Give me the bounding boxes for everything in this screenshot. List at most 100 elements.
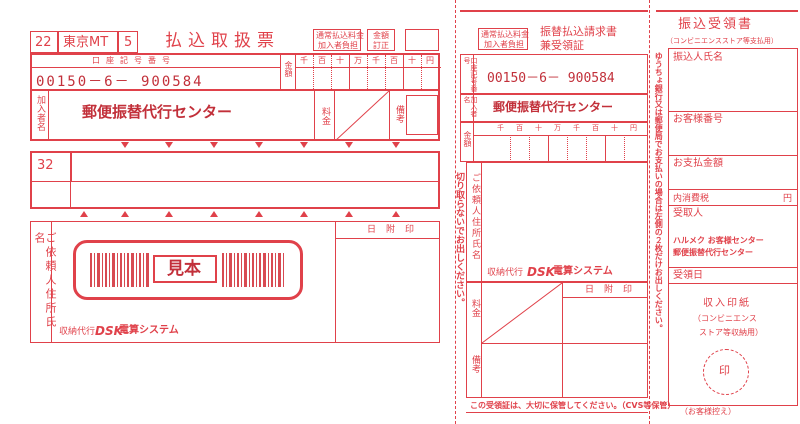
mid-requester-box: ご依頼人住所氏名 収納代行 DSK 電算システム xyxy=(466,162,648,282)
receipt-date-label: 受領日 xyxy=(673,270,703,281)
mid-fee-box: 料金 日附印 備考 xyxy=(466,282,648,398)
mid-dsk-logo: DSK xyxy=(527,265,555,279)
perforation-1 xyxy=(455,0,456,424)
fee-label: 料金 xyxy=(320,107,330,125)
amount-label: 金額 xyxy=(284,61,293,77)
mid-account-box: 口座記号番号 00150－6－ 900584 xyxy=(460,54,648,94)
left-amount-units: 千 百 十 万 千 百 十 円 xyxy=(295,55,441,67)
unit: 千 xyxy=(372,56,380,65)
amount-correct-1: 金額 xyxy=(373,31,389,40)
account-label: 口座記号番号 xyxy=(92,56,176,65)
customer-no-label: お客様番号 xyxy=(673,114,723,125)
receiver-label: 受取人 xyxy=(673,208,703,219)
dsk-company: 電算システム xyxy=(119,325,179,336)
subscriber-name: 郵便振替代行センター xyxy=(82,103,233,121)
stamp-note2: ストア等収納用） xyxy=(699,328,763,337)
mid-fee-note-box: 通常払込料金 加入者負担 xyxy=(478,28,529,50)
mid-amount-box: 金額 千 百 十 万 千 百 十 円 xyxy=(460,122,648,162)
account-number: 00150－6－ 900584 xyxy=(36,74,204,90)
code-5: 5 xyxy=(124,35,133,50)
mid-title-line1: 振替払込請求書 xyxy=(540,25,617,38)
payee-label: 振込人氏名 xyxy=(673,52,723,63)
mid-fee-note-line1: 通常払込料金 xyxy=(481,30,529,39)
left-slip: 22 東京MT 5 払込取扱票 通常払込料金 加入者負担 金額 訂正 口座記号番… xyxy=(0,29,441,343)
mid-amount-label: 金額 xyxy=(463,131,472,147)
mid-subscriber-box: 加入者名 郵便振替代行センター xyxy=(460,94,648,122)
unit: 万 xyxy=(554,124,561,132)
barcode-lines xyxy=(90,253,284,287)
right-slip: 振込受領書 （コンビニエンスストア等支払用） ゆうちょ銀行又は郵便局でお支払いの… xyxy=(650,0,800,424)
perforation-2 xyxy=(649,0,650,424)
unit: 百 xyxy=(390,56,398,65)
subscriber-area: 加入者名 郵便振替代行センター 料金 備考 xyxy=(30,89,440,141)
requester-label: ご依頼人住所氏名 xyxy=(33,232,57,330)
unit: 千 xyxy=(497,124,504,132)
dest-box: 東京MT xyxy=(58,31,118,53)
mid-subscriber-label: 加入者名 xyxy=(463,96,478,117)
account-amount-area: 口座記号番号 00150－6－ 900584 金額 千 百 十 万 千 百 十 … xyxy=(30,53,441,91)
unit: 十 xyxy=(611,124,618,132)
receiver-line1: ハルメク お客様センター xyxy=(673,236,764,245)
unit: 千 xyxy=(300,56,308,65)
unit: 千 xyxy=(573,124,580,132)
amount-correct-2: 訂正 xyxy=(373,41,389,50)
sample-label-box: 見本 xyxy=(153,255,217,283)
mid-date-stamp-label: 日附印 xyxy=(585,285,643,295)
dest-code: 東京MT xyxy=(63,35,109,50)
dsk-logo: DSK xyxy=(95,324,123,338)
stamp-note1: （コンビニエンス xyxy=(693,314,757,323)
mid-dsk-company: 電算システム xyxy=(553,266,613,277)
pay-amount-label: お支払金額 xyxy=(673,158,723,169)
mid-agent-label: 収納代行 xyxy=(487,268,524,278)
mid-account-number: 00150－6－ 900584 xyxy=(487,71,615,86)
receipt-form: 振込人氏名 お客様番号 お支払金額 内消費税 円 受取人 ハルメク お客様センタ… xyxy=(668,48,798,406)
unit: 百 xyxy=(516,124,523,132)
slip-title: 払込取扱票 xyxy=(165,31,280,51)
amount-correct-box: 金額 訂正 xyxy=(367,29,395,51)
code-22: 22 xyxy=(35,35,52,50)
amount-correct-check xyxy=(405,29,439,51)
mid-remarks-label: 備考 xyxy=(470,355,480,373)
feed-arrows-bottom xyxy=(0,211,440,219)
seal-label: 印 xyxy=(719,364,730,377)
subscriber-label: 加入者名 xyxy=(35,95,45,131)
unit: 十 xyxy=(535,124,542,132)
mid-fee-note-line2: 加入者負担 xyxy=(484,40,524,49)
cut-warning: 切り取らないでお出しください。 xyxy=(454,172,464,307)
receipt-title: 振込受領書 xyxy=(678,17,754,32)
unit: 万 xyxy=(354,56,362,65)
mid-requester-label: ご依頼人住所氏名 xyxy=(470,173,480,261)
receipt-subtitle: （コンビニエンスストア等支払用） xyxy=(666,37,778,45)
unit: 十 xyxy=(336,56,344,65)
mid-subscriber-name: 郵便振替代行センター xyxy=(493,100,614,114)
tax-label: 内消費税 xyxy=(673,194,710,204)
keep-note: この受領証は、大切に保管してください。（CVS等保管） xyxy=(470,401,676,410)
sample-barcode: 見本 xyxy=(73,240,303,300)
side-note: ゆうちょ銀行又は郵便局でお支払いの場合は左側の２枚だけお出しください。 xyxy=(654,52,664,332)
remarks-label: 備考 xyxy=(394,105,404,123)
remarks-box xyxy=(406,95,438,135)
unit: 円 xyxy=(630,124,637,132)
unit: 百 xyxy=(318,56,326,65)
receiver-line2: 郵便振替代行センター xyxy=(673,248,753,257)
mid-amount-units: 千 百 十 万 千 百 十 円 xyxy=(491,125,649,135)
mid-title-line2: 兼受領証 xyxy=(540,39,584,52)
unit: 円 xyxy=(426,56,434,65)
mid-fee-slash xyxy=(482,283,562,343)
agent-label: 収納代行 xyxy=(59,327,96,337)
sample-label: 見本 xyxy=(167,259,201,279)
code-22-box: 22 xyxy=(30,31,58,53)
mid-fee-label: 料金 xyxy=(470,299,480,317)
fee-note-line1: 通常払込料金 xyxy=(316,31,364,40)
fee-note-box: 通常払込料金 加入者負担 xyxy=(313,29,364,51)
date-stamp-label: 日附印 xyxy=(367,225,425,235)
middle-slip: 通常払込料金 加入者負担 振替払込請求書 兼受領証 口座記号番号 00150－6… xyxy=(454,0,675,424)
row-32-code: 32 xyxy=(37,158,54,173)
mid-account-label: 口座記号番号 xyxy=(463,57,478,92)
stamp-title: 収入印紙 xyxy=(703,298,751,309)
requester-area: ご依頼人住所氏名 日附印 見本 収納代行 DSK 電算システム xyxy=(30,221,440,343)
tax-yen: 円 xyxy=(783,194,793,204)
fee-slash xyxy=(335,91,389,141)
row-32-area: 32 xyxy=(30,151,440,209)
fee-note-line2: 加入者負担 xyxy=(318,41,358,50)
